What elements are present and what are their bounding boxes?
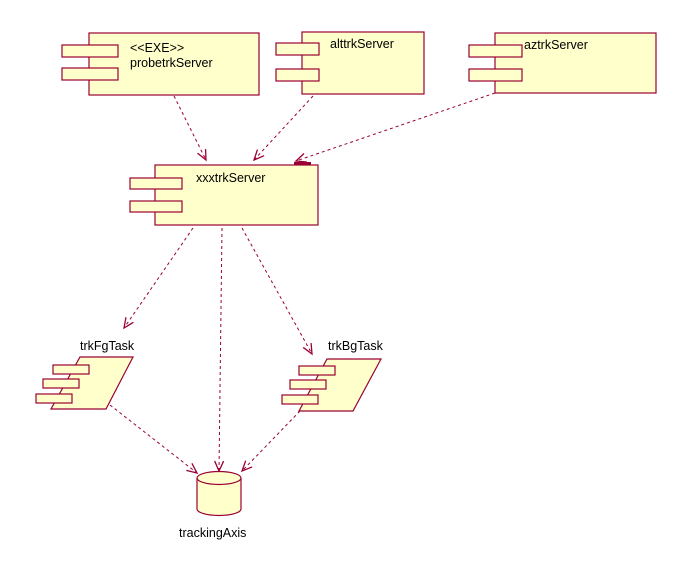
- component-interface-tab-icon: [129, 200, 183, 213]
- dependency-probetrkserver-to-xxxtrkserver[interactable]: [173, 95, 207, 162]
- task-label: trkBgTask: [328, 339, 384, 353]
- task-interface-tab-icon: [298, 365, 336, 376]
- task-interface-tab-icon: [281, 394, 319, 405]
- component-xxxtrkserver[interactable]: xxxtrkServer: [129, 164, 319, 226]
- component-interface-tab-icon: [275, 42, 320, 56]
- component-label: aztrkServer: [524, 38, 588, 52]
- task-trkbgtask[interactable]: trkBgTask: [281, 339, 384, 412]
- component-aztrkserver[interactable]: aztrkServer: [468, 32, 657, 94]
- task-interface-tab-icon: [289, 379, 327, 390]
- dependency-xxxtrkserver-to-trackingaxis[interactable]: [214, 227, 225, 473]
- component-interface-tab-icon: [129, 177, 183, 190]
- component-label: xxxtrkServer: [196, 171, 265, 185]
- component-interface-tab-icon: [61, 67, 119, 81]
- task-parallelogram-icon[interactable]: [297, 358, 383, 412]
- database-trackingaxis[interactable]: trackingAxis: [179, 470, 246, 541]
- component-label: probetrkServer: [130, 56, 213, 70]
- database-label: trackingAxis: [179, 526, 246, 540]
- component-label: alttrkServer: [330, 37, 394, 51]
- dependency-trkbgtask-to-trackingaxis[interactable]: [240, 410, 301, 473]
- component-interface-tab-icon: [468, 44, 523, 58]
- component-body[interactable]: [154, 164, 319, 226]
- task-interface-tab-icon: [52, 364, 90, 375]
- task-label: trkFgTask: [80, 339, 135, 353]
- dependency-xxxtrkserver-to-trkfgtask[interactable]: [123, 227, 194, 330]
- task-interface-tab-icon: [42, 378, 80, 389]
- component-interface-tab-icon: [61, 44, 119, 58]
- dependency-alttrkserver-to-xxxtrkserver[interactable]: [252, 95, 314, 162]
- task-interface-tab-icon: [35, 393, 73, 404]
- dependency-xxxtrkserver-to-trkbgtask[interactable]: [241, 227, 313, 356]
- component-body[interactable]: [88, 32, 260, 96]
- database-cylinder-top-icon: [196, 470, 242, 486]
- component-stereotype: <<EXE>>: [130, 41, 184, 55]
- task-trkfgtask[interactable]: trkFgTask: [35, 339, 135, 410]
- dependency-aztrkserver-to-xxxtrkserver[interactable]: [294, 92, 496, 163]
- component-interface-tab-icon: [468, 68, 523, 82]
- component-alttrkserver[interactable]: alttrkServer: [275, 31, 425, 95]
- component-probetrkserver[interactable]: <<EXE>> probetrkServer: [61, 32, 260, 96]
- dependency-trkfgtask-to-trackingaxis[interactable]: [109, 404, 199, 474]
- component-body[interactable]: [494, 32, 657, 94]
- component-interface-tab-icon: [275, 68, 320, 82]
- database-cylinder-icon[interactable]: [196, 478, 242, 517]
- dependency-edges: [109, 92, 496, 474]
- component-body[interactable]: [301, 31, 425, 95]
